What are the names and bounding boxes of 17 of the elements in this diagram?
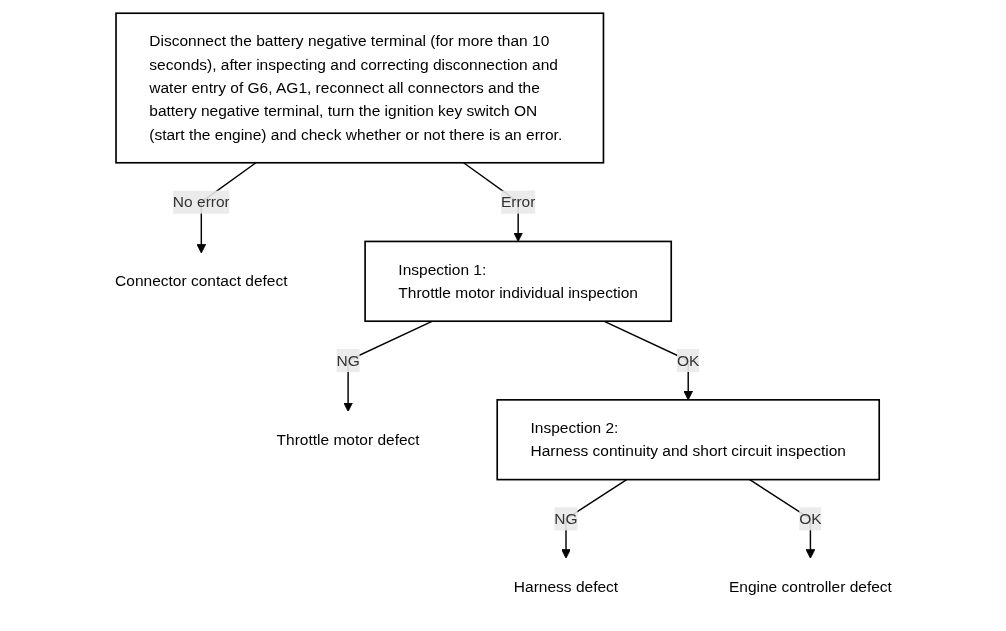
node-text: Engine controller defect: [728, 576, 892, 595]
arrow: [748, 478, 815, 559]
edge-label: No error: [172, 192, 230, 210]
node-text: Throttle motor defect: [276, 429, 420, 448]
edge-label: OK: [676, 350, 699, 369]
node-box: Disconnect the battery negative terminal (for more than 10 seconds), after inspecting and correcting disconnection and water entry of G6, AG1, reconnect all connectors and the battery negative terminal, turn the ignition key switch ON (start the engine) and check whether or not there is an error.: [114, 11, 604, 164]
arrow: [560, 478, 627, 559]
node-box: Inspection 2: Harness continuity and short circuit inspection: [495, 398, 880, 480]
edge-label: NG: [335, 350, 360, 369]
node-text: Harness defect: [513, 576, 618, 595]
edge-label: NG: [553, 509, 578, 527]
arrow: [602, 319, 693, 400]
node-text: Connector contact defect: [114, 271, 288, 290]
edge-label: OK: [798, 509, 822, 527]
node-box: Inspection 1: Throttle motor individual inspection: [363, 240, 672, 322]
arrow: [342, 319, 433, 412]
edge-label: Error: [500, 192, 535, 210]
